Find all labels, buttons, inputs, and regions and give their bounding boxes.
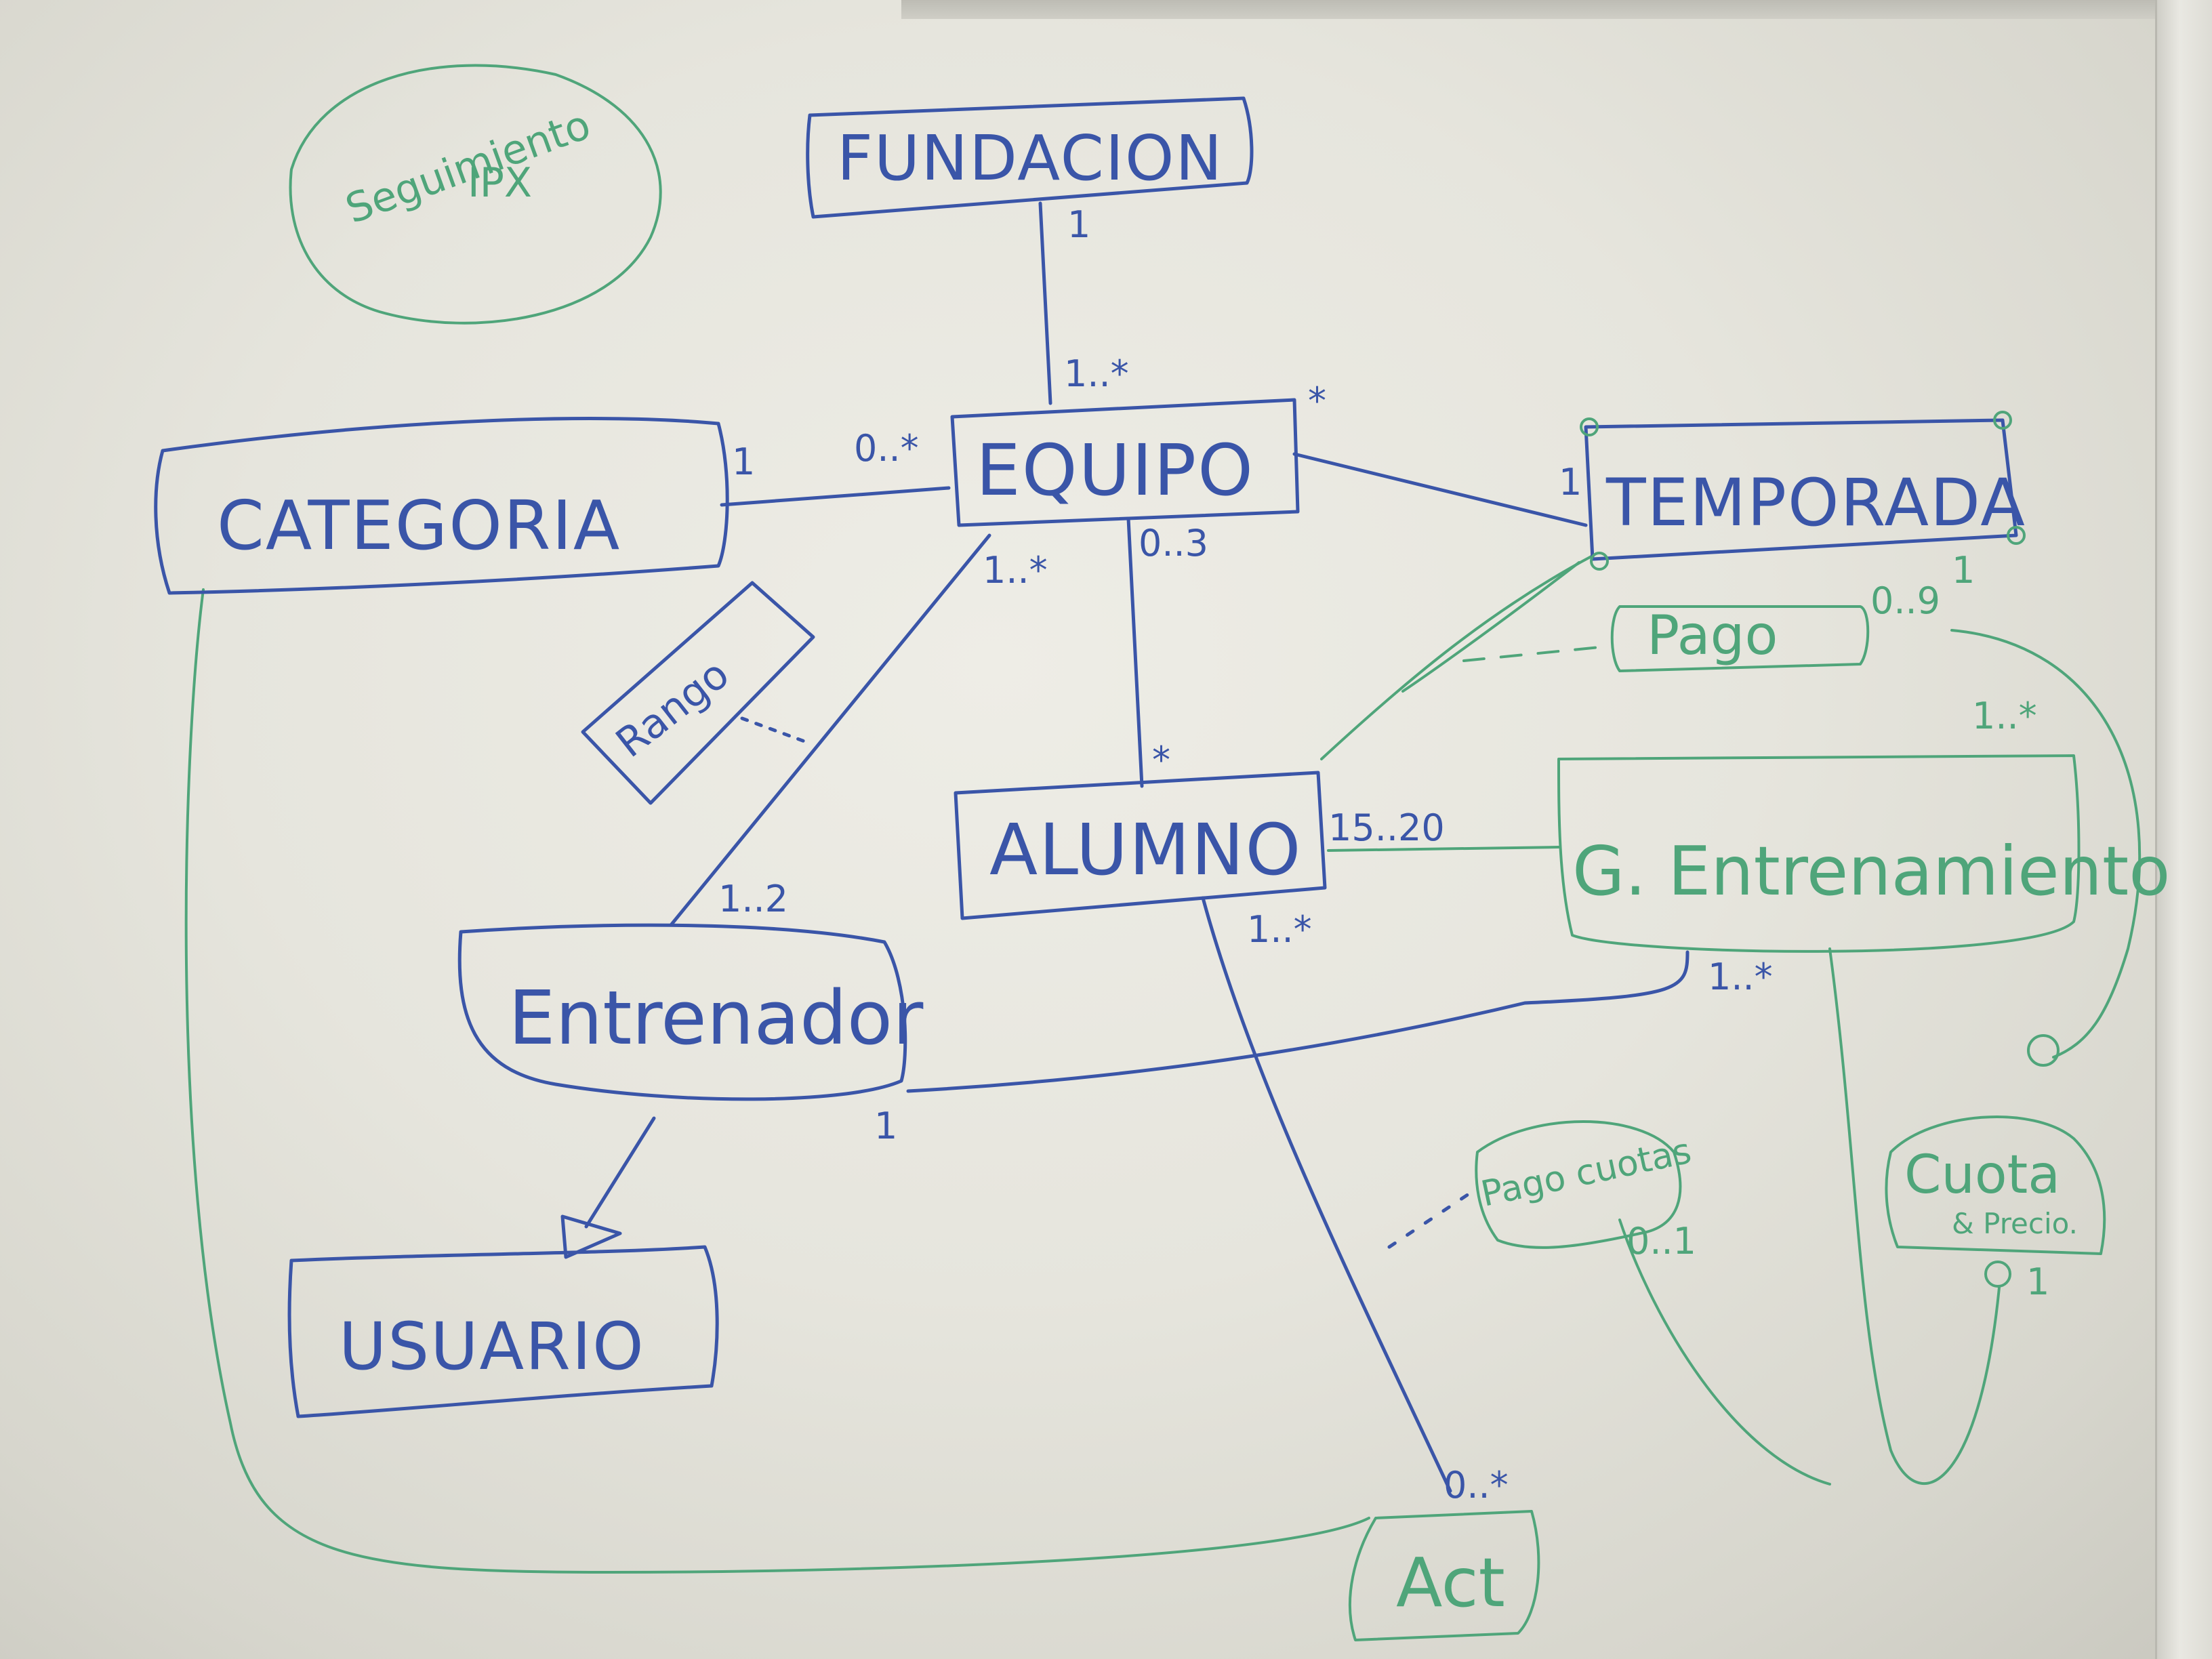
mult-categoria-right: 0..* (854, 427, 919, 470)
mult-alumno-gentrenamiento: 15..20 (1328, 806, 1445, 849)
mult-equipo-entrenador-top: 1..* (983, 549, 1048, 592)
rango-note: Rango (607, 651, 738, 767)
mult-cuota: 1 (2026, 1261, 2049, 1303)
temporada-box (1584, 418, 2018, 561)
mult-equipo-alumno-bottom: * (1152, 739, 1170, 781)
mult-gentrenamiento-top: 1..* (1972, 695, 2037, 737)
scribble-mark-2 (1984, 1261, 2011, 1288)
categoria-equipo-association (720, 486, 951, 507)
mult-pago-cuotas: 0..1 (1626, 1220, 1696, 1263)
gentrenamiento-box (1557, 754, 2081, 953)
mult-fundacion-top: 1 (1067, 203, 1090, 246)
temporada-handle-tr (1993, 411, 2012, 430)
alumno-box (954, 771, 1327, 920)
fundacion-equipo-association (1038, 201, 1052, 405)
cuota-sub-label: & Precio. (1952, 1207, 2078, 1240)
pago-dashed-link (1462, 646, 1601, 662)
seguimiento-note-sub: IPX (468, 159, 532, 207)
equipo-entrenador-association (669, 533, 991, 927)
mult-fundacion-bottom: 1..* (1064, 352, 1129, 395)
temporada-handle-br (2007, 526, 2026, 545)
rango-dotted-link (740, 716, 808, 744)
equipo-alumno-association (1126, 516, 1144, 788)
fundacion-box (806, 96, 1254, 219)
categoria-label: CATEGORIA (217, 486, 621, 565)
usuario-box (287, 1245, 719, 1418)
temporada-handle-bl (1590, 552, 1609, 571)
pago-label: Pago (1647, 604, 1778, 667)
alumno-act-association (1201, 896, 1452, 1493)
entrenador-gentrenamiento-association (906, 950, 1689, 1093)
fundacion-label: FUNDACION (837, 122, 1223, 194)
gentrenamiento-act-association (1828, 947, 2001, 1486)
mult-pago-right: 0..9 (1870, 579, 1940, 622)
mult-act: 0..* (1443, 1464, 1509, 1507)
pago-cuotas-box (1475, 1120, 1682, 1249)
temporada-handle-tl (1580, 417, 1599, 436)
pago-cuotas-label: Pago cuotas (1477, 1131, 1695, 1215)
entrenador-label: Entrenador (508, 975, 924, 1061)
equipo-label: EQUIPO (976, 429, 1254, 512)
categoria-box (154, 417, 729, 595)
whiteboard-frame-right (2155, 0, 2212, 1659)
temporada-label: TEMPORADA (1605, 465, 2026, 541)
generalization-arrowhead (560, 1214, 622, 1259)
mult-categoria-left: 1 (732, 441, 755, 483)
scribble-mark (2027, 1034, 2060, 1067)
pago-box (1610, 605, 1870, 672)
rango-note-box (581, 581, 815, 805)
temporada-entrenador-association (1401, 561, 1580, 693)
equipo-temporada-association (1292, 452, 1588, 527)
mult-alumno-act: 1..* (1247, 908, 1312, 951)
usuario-label: USUARIO (339, 1309, 645, 1385)
mult-entrenador-gentrenamiento: 1 (874, 1105, 897, 1147)
mult-equipo-temporada-right: 1 (1559, 461, 1582, 504)
mult-equipo-temporada-left: * (1308, 380, 1326, 422)
equipo-box (950, 398, 1300, 527)
gentrenamiento-label: G. Entrenamiento (1572, 832, 2170, 911)
seguimiento-note-shape (289, 64, 662, 325)
categoria-act-association (184, 588, 1370, 1574)
alumno-gentrenamiento-association (1327, 846, 1560, 852)
mult-temporada-pago: 1 (1952, 549, 1975, 592)
pago-cuotas-link (1618, 1218, 1831, 1486)
entrenador-box (457, 923, 907, 1101)
cuota-label: Cuota (1904, 1145, 2060, 1206)
alumno-pago-cuotas-dotted (1387, 1191, 1473, 1249)
act-box (1348, 1510, 1540, 1641)
act-label: Act (1396, 1543, 1505, 1622)
cuota-box (1885, 1115, 2106, 1255)
mult-equipo-entrenador-bottom: 1..2 (718, 878, 788, 920)
temporada-alumno-association (1320, 554, 1594, 760)
temporada-cuota-association (1950, 629, 2142, 1059)
alumno-label: ALUMNO (989, 808, 1302, 891)
mult-equipo-alumno-top: 0..3 (1139, 522, 1208, 565)
mult-gentrenamiento-bottom: 1..* (1708, 956, 1773, 998)
whiteboard-frame-top (901, 0, 2212, 19)
entrenador-usuario-generalization (584, 1116, 656, 1229)
